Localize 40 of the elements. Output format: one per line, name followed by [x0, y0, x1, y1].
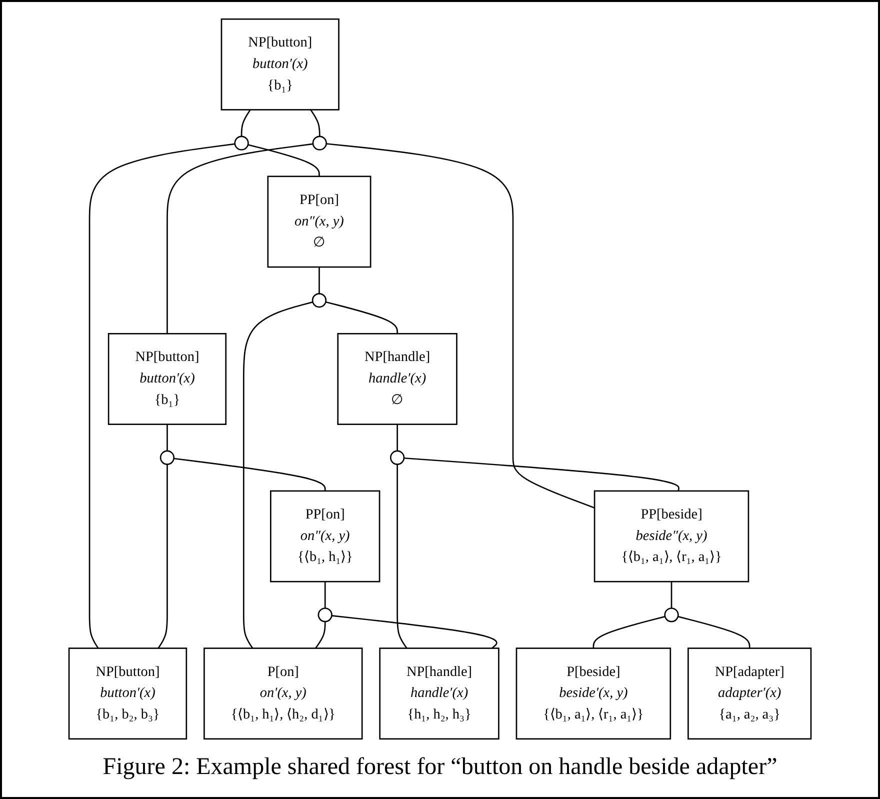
- connector: [326, 143, 595, 508]
- node-box: NP[handle] handle′(x) ∅: [337, 333, 458, 425]
- connector: [315, 622, 326, 649]
- node-circle: [312, 136, 327, 150]
- connector: [158, 464, 168, 649]
- node-box: NP[adapter] adapter′(x) {a₁, a₂, a₃}: [688, 648, 812, 740]
- node-box: NP[button] button′(x) {b₁}: [220, 18, 340, 110]
- connector: [240, 109, 251, 136]
- connector: [592, 616, 666, 648]
- connector: [242, 301, 313, 649]
- node-box: PP[on] on″(x, y) ∅: [267, 176, 372, 268]
- node-box: NP[handle] handle′(x) {h₁, h₂, h₃}: [379, 648, 500, 740]
- connector: [396, 464, 408, 649]
- node-box: NP[button] button′(x) {b₁}: [108, 333, 227, 425]
- node-circle: [312, 293, 327, 308]
- node-box: P[beside] beside′(x, y) {⟨b₁, a₁⟩, ⟨r₁, a₁⟩}: [516, 648, 672, 740]
- connector: [318, 267, 320, 294]
- node-box: PP[on] on″(x, y) {⟨b₁, h₁⟩}: [270, 490, 380, 582]
- connector: [332, 615, 498, 649]
- node-box: PP[beside] beside″(x, y) {⟨b₁, a₁⟩, ⟨r₁, a₁⟩}: [594, 490, 750, 582]
- connector: [404, 457, 680, 492]
- node-box: NP[button] button′(x) {b₁, b₂, b₃}: [68, 648, 188, 740]
- node-circle: [160, 450, 175, 465]
- connector: [678, 616, 750, 648]
- connector: [396, 424, 398, 451]
- node-box: P[on] on′(x, y) {⟨b₁, h₁⟩, ⟨h₂, d₁⟩}: [204, 648, 363, 740]
- connector: [166, 424, 168, 451]
- node-circle: [664, 608, 679, 622]
- connector: [166, 143, 314, 334]
- figure-caption: Figure 2: Example shared forest for “button on handle beside adapter”: [102, 754, 778, 781]
- connector: [88, 143, 236, 649]
- connector: [248, 144, 320, 176]
- connector: [174, 458, 326, 491]
- connector: [670, 582, 672, 608]
- node-circle: [390, 450, 405, 465]
- connector: [326, 301, 398, 334]
- node-circle: [234, 136, 249, 150]
- connector: [310, 109, 320, 136]
- node-circle: [318, 608, 332, 622]
- connector: [324, 582, 326, 608]
